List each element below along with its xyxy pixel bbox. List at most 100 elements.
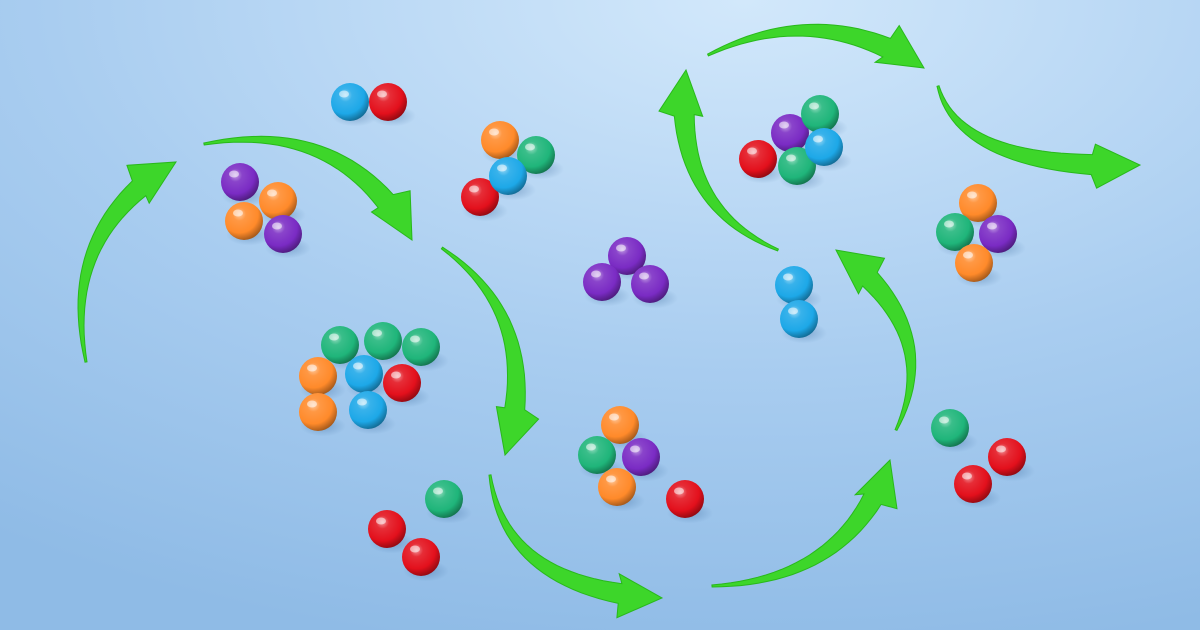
arrow-layer: [77, 23, 1142, 619]
green-arrow-2: [203, 135, 413, 241]
green-ball: [578, 436, 616, 474]
ball-highlight: [497, 164, 507, 172]
purple-ball: [583, 263, 621, 301]
cluster-green-red-red-bottom-left: [368, 480, 463, 576]
blue-ball: [345, 355, 383, 393]
ball-highlight: [786, 154, 796, 162]
cluster-orange-green-blue-red-group: [461, 121, 555, 216]
ball-highlight: [357, 398, 367, 406]
red-ball: [954, 465, 992, 503]
ball-highlight: [591, 270, 601, 278]
ball-highlight: [963, 251, 973, 259]
cluster-green-red-red-right: [931, 409, 1026, 503]
ball-highlight: [674, 487, 684, 495]
green-arrow-9: [936, 85, 1142, 189]
ball-highlight: [433, 487, 443, 495]
ball-highlight: [779, 121, 789, 129]
ball-highlight: [586, 443, 596, 451]
blue-ball: [489, 157, 527, 195]
ball-highlight: [272, 222, 282, 230]
ball-highlight: [967, 191, 977, 199]
ball-highlight: [307, 364, 317, 372]
purple-ball: [631, 265, 669, 303]
cluster-orange-green-purple-group: [936, 184, 1017, 282]
ball-highlight: [809, 102, 819, 110]
ball-highlight: [229, 170, 239, 178]
ball-highlight: [783, 273, 793, 281]
ball-highlight: [606, 475, 616, 483]
green-ball: [364, 322, 402, 360]
purple-ball: [622, 438, 660, 476]
green-arrow-8: [706, 23, 925, 69]
ball-highlight: [410, 335, 420, 343]
red-ball: [988, 438, 1026, 476]
blue-ball: [331, 83, 369, 121]
red-ball: [666, 480, 704, 518]
orange-ball: [601, 406, 639, 444]
ball-layer: [221, 83, 1026, 576]
ball-highlight: [996, 445, 1006, 453]
ball-highlight: [630, 445, 640, 453]
green-arrow-1: [77, 161, 177, 363]
green-ball: [402, 328, 440, 366]
cluster-top-right-group: [739, 95, 843, 185]
cluster-red-blue-pair: [331, 83, 407, 121]
ball-highlight: [410, 545, 420, 553]
cluster-blue-pair: [775, 266, 818, 338]
green-ball: [801, 95, 839, 133]
ball-highlight: [339, 90, 349, 98]
ball-highlight: [616, 244, 626, 252]
green-ball: [931, 409, 969, 447]
ball-highlight: [944, 220, 954, 228]
ball-highlight: [377, 90, 387, 98]
orange-ball: [225, 202, 263, 240]
green-arrow-3: [440, 246, 540, 457]
ball-highlight: [962, 472, 972, 480]
ball-highlight: [233, 209, 243, 217]
ball-highlight: [788, 307, 798, 315]
green-arrow-4: [488, 474, 664, 619]
purple-ball: [264, 215, 302, 253]
ball-highlight: [372, 329, 382, 337]
cluster-purple-orange-group: [221, 163, 302, 253]
ball-highlight: [525, 143, 535, 151]
blue-ball: [805, 128, 843, 166]
orange-ball: [259, 182, 297, 220]
orange-ball: [955, 244, 993, 282]
orange-ball: [299, 357, 337, 395]
green-ball: [425, 480, 463, 518]
ball-highlight: [307, 400, 317, 408]
ball-highlight: [489, 128, 499, 136]
ball-highlight: [609, 413, 619, 421]
red-ball: [368, 510, 406, 548]
ball-highlight: [267, 189, 277, 197]
cluster-center-bottom-group: [578, 406, 704, 518]
orange-ball: [598, 468, 636, 506]
ball-highlight: [939, 416, 949, 424]
orange-ball: [299, 393, 337, 431]
ball-highlight: [376, 517, 386, 525]
ball-highlight: [329, 333, 339, 341]
blue-ball: [780, 300, 818, 338]
red-ball: [402, 538, 440, 576]
red-ball: [369, 83, 407, 121]
ball-highlight: [813, 135, 823, 143]
ball-highlight: [747, 147, 757, 155]
ball-highlight: [987, 222, 997, 230]
green-arrow-5: [711, 458, 898, 588]
red-ball: [739, 140, 777, 178]
cluster-large-molecule-group: [299, 322, 440, 431]
ball-highlight: [639, 272, 649, 280]
orange-ball: [481, 121, 519, 159]
blue-ball: [349, 391, 387, 429]
ball-highlight: [391, 371, 401, 379]
cluster-purple-trio: [583, 237, 669, 303]
blue-ball: [775, 266, 813, 304]
purple-ball: [221, 163, 259, 201]
green-arrow-7: [658, 68, 780, 252]
green-arrow-6: [835, 249, 917, 432]
ball-highlight: [469, 185, 479, 193]
ball-highlight: [353, 362, 363, 370]
